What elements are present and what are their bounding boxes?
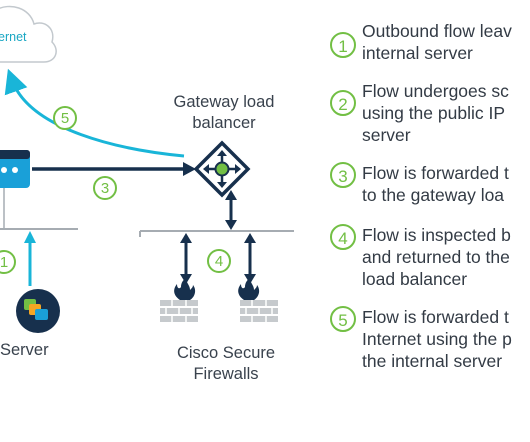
steps-legend: 1 Outbound flow leav internal server 2 F… (328, 20, 530, 385)
legend-num-1: 1 (330, 32, 356, 58)
server-label: Server (0, 341, 49, 359)
gateway-lb-icon (193, 140, 251, 198)
diagram-step-4: 4 (207, 249, 231, 273)
legend-num-3: 3 (330, 162, 356, 188)
firewall-icon (238, 278, 278, 322)
diagram-step-3: 3 (93, 176, 117, 200)
legend-num-2: 2 (330, 90, 356, 116)
diagram-step-5: 5 (53, 106, 77, 130)
firewalls-label: Cisco Secure Firewalls (176, 344, 276, 383)
legend-num-4: 4 (330, 224, 356, 250)
firewall-icon (160, 278, 198, 322)
router-icon (0, 150, 30, 188)
cloud-label: ernet (0, 30, 27, 44)
legend-item-2: 2 Flow undergoes sc using the public IP … (328, 80, 530, 146)
legend-num-5: 5 (330, 306, 356, 332)
diagram-step-1: 1 (0, 250, 16, 274)
server-app-icon (16, 289, 60, 333)
legend-item-1: 1 Outbound flow leav internal server (328, 20, 530, 64)
legend-item-5: 5 Flow is forwarded t Internet using the… (328, 306, 530, 372)
flow-arrow-to-internet (4, 68, 185, 158)
legend-item-4: 4 Flow is inspected b and returned to th… (328, 224, 530, 290)
cloud-icon (0, 5, 57, 63)
gateway-label: Gateway load balancer (173, 93, 275, 132)
legend-item-3: 3 Flow is forwarded t to the gateway loa (328, 162, 530, 206)
